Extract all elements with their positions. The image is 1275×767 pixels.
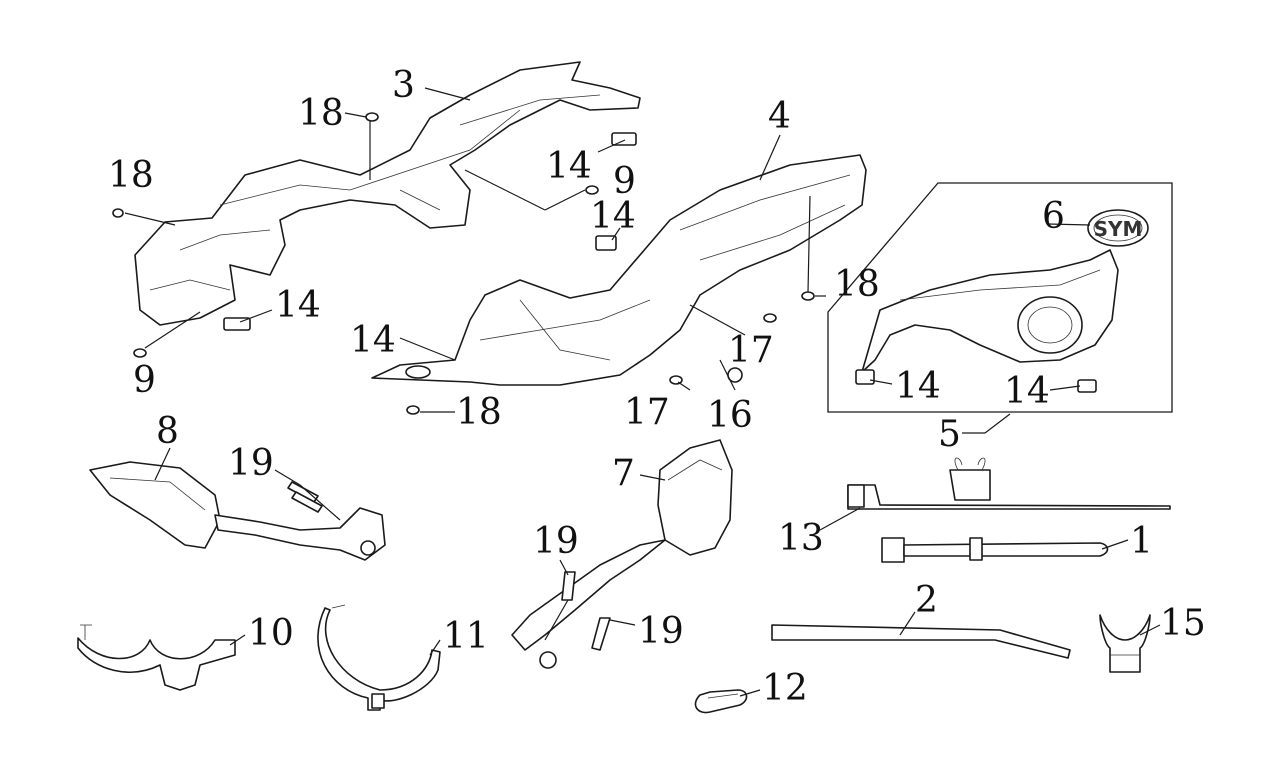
part-4-handlebar-cover-body	[371, 154, 867, 386]
callout-6: 6	[1042, 196, 1065, 237]
callout-19a: 19	[228, 443, 274, 484]
callout-7: 7	[612, 453, 635, 494]
callout-18a: 18	[298, 93, 344, 134]
leader-lines	[124, 87, 1161, 697]
callout-11: 11	[443, 616, 489, 657]
part-15-clip	[1099, 614, 1151, 673]
callout-14f: 14	[1004, 371, 1050, 412]
part-2-cable	[771, 624, 1071, 659]
callout-5: 5	[938, 414, 961, 455]
callout-14b: 14	[590, 196, 636, 237]
callout-18b: 18	[108, 155, 154, 196]
callout-19c: 19	[638, 611, 684, 652]
callout-10: 10	[248, 613, 294, 654]
screws	[112, 112, 815, 651]
callout-19b: 19	[533, 521, 579, 562]
callout-8: 8	[156, 411, 179, 452]
callout-14c: 14	[275, 285, 321, 326]
callout-15: 15	[1160, 603, 1206, 644]
part-1-cable-tie	[881, 537, 1109, 563]
emblem-text: SYM	[1094, 217, 1143, 241]
part-7-right-mirror	[511, 439, 733, 669]
callout-14e: 14	[895, 366, 941, 407]
callout-4: 4	[768, 96, 791, 137]
callout-14a: 14	[546, 146, 592, 187]
part-10-clamp	[77, 624, 236, 691]
callout-labels: 1 2 3 4 5 6 7 8 9 9 10 11 12 13 14 14 14…	[108, 65, 1206, 709]
callout-9b: 9	[133, 360, 156, 401]
callout-12: 12	[762, 668, 808, 709]
callout-14d: 14	[350, 320, 396, 361]
part-11-clamp	[317, 604, 441, 711]
callout-9a: 9	[613, 161, 636, 202]
part-3-front-upper-cover	[134, 61, 641, 331]
part-6-emblem: SYM	[1087, 209, 1149, 247]
callout-18c: 18	[834, 264, 880, 305]
callout-2: 2	[915, 580, 938, 621]
part-12-clip	[694, 689, 748, 714]
part-8-left-mirror	[89, 461, 386, 561]
callout-18d: 18	[456, 392, 502, 433]
callout-17b: 17	[624, 392, 670, 433]
callout-13: 13	[778, 518, 824, 559]
callout-17a: 17	[728, 330, 774, 371]
callout-1: 1	[1130, 521, 1153, 562]
callout-3: 3	[392, 65, 415, 106]
part-5-inset-box	[827, 182, 1173, 434]
part-13-bracket	[847, 457, 1171, 510]
callout-16: 16	[707, 395, 753, 436]
